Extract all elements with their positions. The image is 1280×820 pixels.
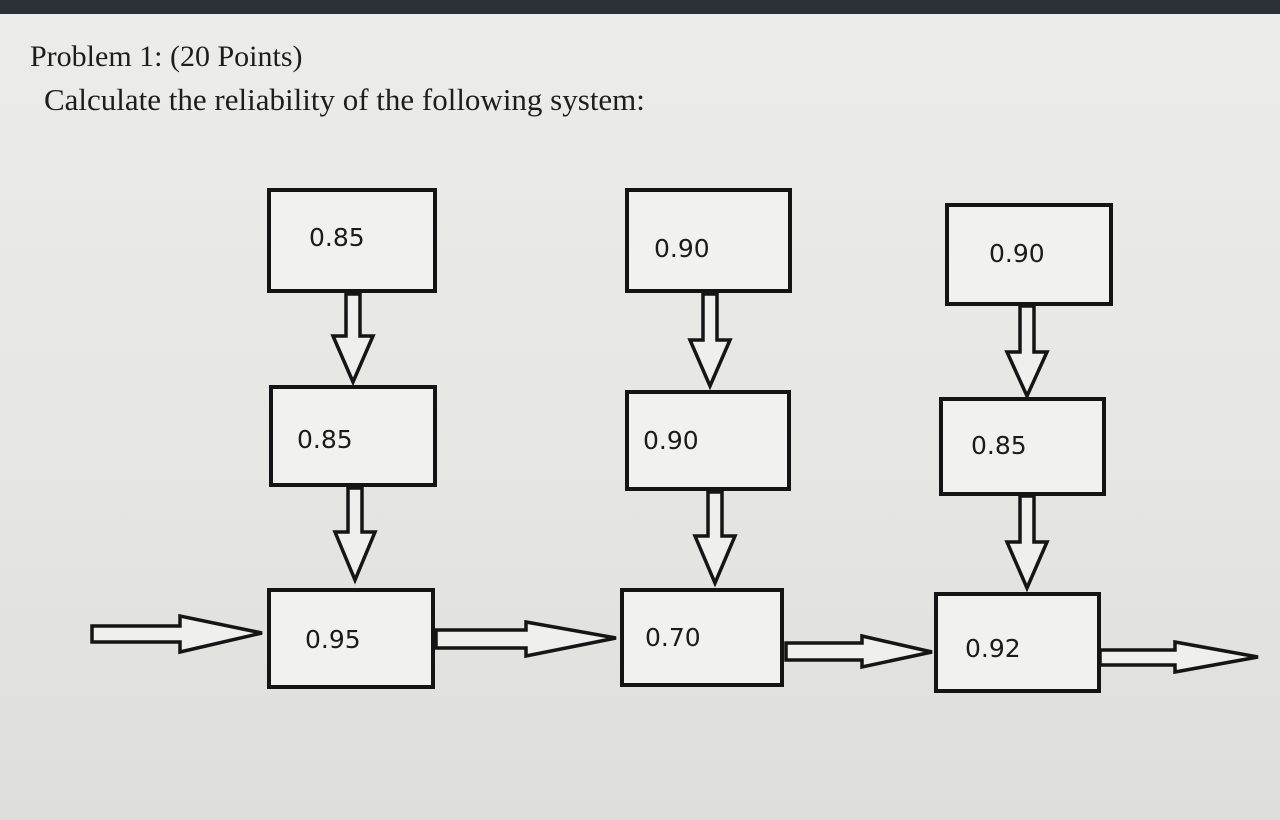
block-branch3-top-frame	[945, 203, 1113, 306]
block-branch1-bottom-value: 0.95	[305, 625, 361, 654]
block-branch1-top-frame	[267, 188, 437, 293]
block-branch1-middle-value: 0.85	[297, 425, 353, 454]
block-branch3-bottom-value: 0.92	[965, 634, 1021, 663]
block-branch2-bottom: 0.70	[620, 588, 784, 687]
down-arrow-3a	[1004, 304, 1050, 401]
block-branch1-top-value: 0.85	[309, 223, 365, 252]
block-branch3-top-value: 0.90	[989, 239, 1045, 268]
block-branch1-top: 0.85	[267, 188, 437, 293]
block-branch2-middle: 0.90	[625, 390, 791, 491]
block-branch2-bottom-frame	[620, 588, 784, 687]
block-branch2-middle-frame	[625, 390, 791, 491]
monitor-bezel	[0, 0, 1280, 14]
block-branch2-top-value: 0.90	[654, 234, 710, 263]
block-branch3-bottom: 0.92	[934, 592, 1101, 693]
series-arrow-1-2	[434, 619, 617, 659]
block-branch2-top: 0.90	[625, 188, 792, 293]
block-branch2-top-frame	[625, 188, 792, 293]
series-arrow-2-3	[784, 633, 933, 670]
down-arrow-1b	[332, 486, 378, 585]
block-branch1-bottom-frame	[267, 588, 435, 689]
block-branch1-bottom: 0.95	[267, 588, 435, 689]
block-branch2-middle-value: 0.90	[643, 426, 699, 455]
block-branch3-middle: 0.85	[939, 397, 1106, 496]
block-branch1-middle-frame	[269, 385, 437, 487]
block-branch1-middle: 0.85	[269, 385, 437, 487]
down-arrow-1a	[330, 292, 376, 387]
down-arrow-3b	[1004, 494, 1050, 593]
down-arrow-2b	[692, 490, 738, 588]
block-branch3-middle-value: 0.85	[971, 431, 1027, 460]
problem-title: Problem 1: (20 Points)	[30, 40, 303, 73]
block-branch3-middle-frame	[939, 397, 1106, 496]
block-branch3-bottom-frame	[934, 592, 1101, 693]
output-arrow	[1098, 639, 1259, 675]
block-branch2-bottom-value: 0.70	[645, 623, 701, 652]
problem-statement: Calculate the reliability of the followi…	[44, 82, 645, 117]
down-arrow-2a	[687, 292, 733, 391]
input-arrow	[90, 613, 263, 655]
block-branch3-top: 0.90	[945, 203, 1113, 306]
